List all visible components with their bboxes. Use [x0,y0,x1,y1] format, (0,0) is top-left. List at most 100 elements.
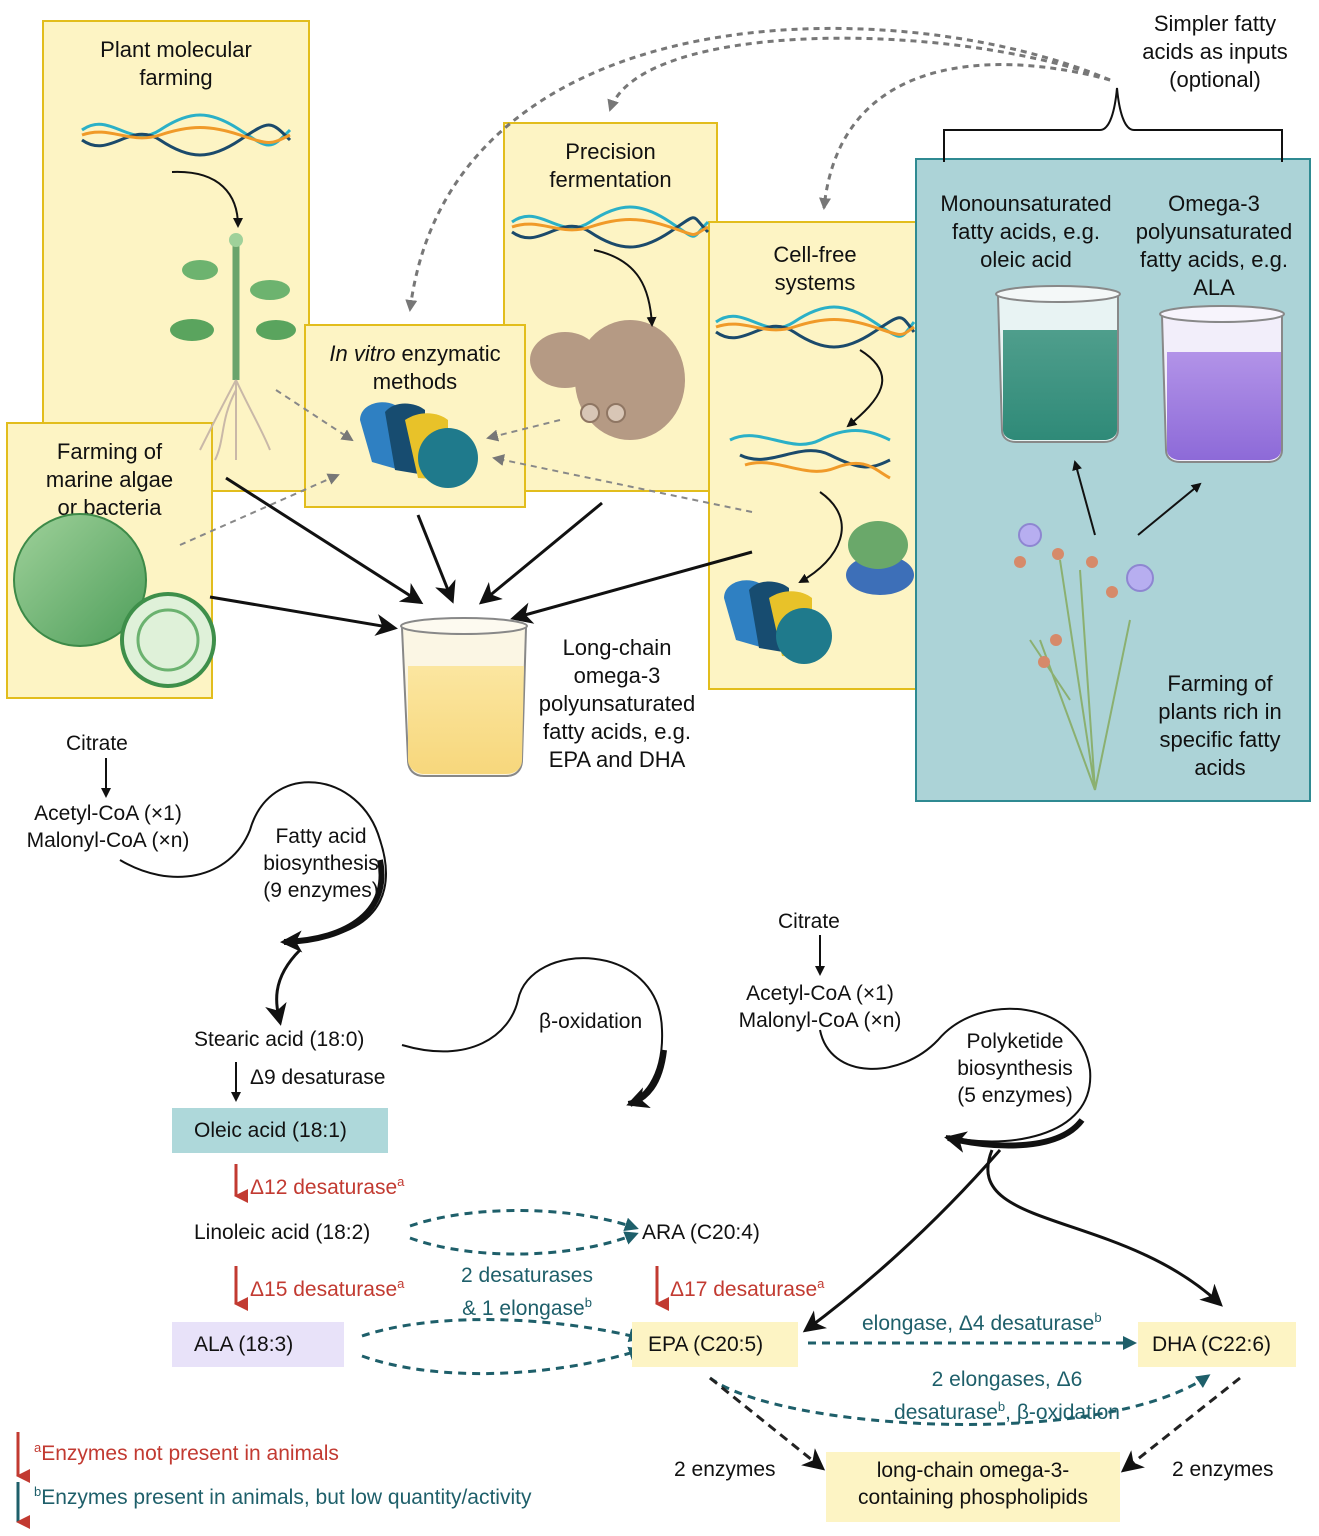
legend-a-mark: a [34,1440,42,1455]
legend-b: bEnzymes present in animals, but low qua… [34,1478,531,1511]
long-chain-label: Long-chain omega-3 polyunsaturated fatty… [522,634,712,774]
plant-molecular-farming-box: Plant molecular farming [42,20,310,492]
in-vitro-italic: In vitro [329,341,396,366]
o3-4: ALA [1193,275,1235,300]
legend-b-text: Enzymes present in animals, but low quan… [41,1486,532,1509]
d12-desaturase: Δ12 desaturasea [250,1168,404,1201]
malonyl-left: Malonyl-CoA (×n) [26,829,190,852]
elongase-d4-text: elongase, Δ4 desaturase [862,1312,1095,1335]
two-elong-2b: , β-oxidation [1005,1401,1120,1424]
stearic-acid: Stearic acid (18:0) [194,1028,365,1051]
ala-label: ALA (18:3) [194,1333,294,1356]
two-desat-sup: b [584,1295,592,1310]
two-desat-label: 2 desaturases & 1 elongaseb [442,1262,612,1322]
simpler-inputs-3: (optional) [1169,67,1261,92]
plant-molecular-farming-title-1: Plant molecular [100,37,252,62]
dna-icon-plant [81,113,292,157]
two-enzymes-right: 2 enzymes [1172,1458,1274,1481]
cell-free-title-2: systems [774,270,856,295]
two-elong-sup: b [997,1399,1006,1414]
citrate-right: Citrate [778,910,840,933]
elongase-d4-label: elongase, Δ4 desaturaseb [862,1304,1102,1337]
plant-icon [170,233,296,461]
d15-desaturase: Δ15 desaturasea [250,1270,404,1303]
yeast-icon [530,320,685,440]
teal-dashed-arrows [361,1209,1211,1426]
convergent-arrows [209,476,753,636]
fp-4: acids [1194,755,1246,780]
polyketide-to-epa-arrow [802,1149,1002,1333]
gray-dashed-arrows [179,389,753,546]
two-elong-2: desaturaseb, β-oxidation [862,1393,1152,1426]
monounsaturated-label: Monounsaturated fatty acids, e.g. oleic … [920,190,1132,274]
lc-5: EPA and DHA [548,747,686,772]
marine-title-2: marine algae [45,467,174,492]
d12-sup: a [397,1174,405,1189]
pathway-arrows [101,758,1092,1143]
two-desat-2: & 1 elongaseb [442,1289,612,1322]
acetyl-malonyl-left: Acetyl-CoA (×1) Malonyl-CoA (×n) [8,800,208,854]
o3-1: Omega-3 [1168,191,1260,216]
mono-1: Monounsaturated [940,191,1112,216]
d9-desaturase: Δ9 desaturase [250,1066,386,1089]
epa-label: EPA (C20:5) [648,1333,764,1356]
d15-sup: a [397,1276,405,1291]
simpler-inputs-2: acids as inputs [1142,39,1288,64]
in-vitro-title-2: methods [372,369,458,394]
two-elongases-label: 2 elongases, Δ6 desaturaseb, β-oxidation [862,1366,1152,1426]
fa-3: (9 enzymes) [263,879,379,902]
fp-2: plants rich in [1158,699,1282,724]
dotted-input-arrows [405,26,1111,312]
phospholipid-2: containing phospholipids [857,1486,1088,1509]
phospholipid-arrows [709,1376,1241,1473]
legend-b-mark: b [34,1484,42,1499]
enzyme-icon-cellfree [724,580,832,664]
fa-1: Fatty acid [275,825,367,848]
oleic-box: Oleic acid (18:1) [172,1108,388,1153]
marine-title-1: Farming of [56,439,163,464]
farming-plants-label: Farming of plants rich in specific fatty… [1140,670,1300,782]
plant-molecular-farming-title-2: farming [139,65,213,90]
simpler-inputs-label: Simpler fatty acids as inputs (optional) [1110,10,1319,94]
in-vitro-title-1: In vitro enzymatic [306,340,524,368]
two-elong-2a: desaturase [894,1401,998,1424]
d12-text: Δ12 desaturase [250,1176,398,1199]
precision-title-1: Precision [565,139,656,164]
malonyl-right: Malonyl-CoA (×n) [738,1009,902,1032]
acetyl-malonyl-right: Acetyl-CoA (×1) Malonyl-CoA (×n) [720,980,920,1034]
omega3-pufa-label: Omega-3 polyunsaturated fatty acids, e.g… [1120,190,1308,302]
fa-to-stearic-arrow [265,948,302,1026]
two-elong-1: 2 elongases, Δ6 [931,1368,1083,1391]
citrate-left: Citrate [66,732,128,755]
two-enzymes-left: 2 enzymes [674,1458,776,1481]
two-desat-1: 2 desaturases [461,1264,593,1287]
inner-arrows [171,170,1202,583]
d17-sup: a [817,1276,825,1291]
lc-1: Long-chain [562,635,672,660]
lc-4: fatty acids, e.g. [543,719,691,744]
pk-2: biosynthesis [957,1057,1073,1080]
fp-1: Farming of [1167,671,1273,696]
fp-3: specific fatty [1159,727,1281,752]
acetyl-right: Acetyl-CoA (×1) [746,982,894,1005]
mono-2: fatty acids, e.g. [952,219,1100,244]
red-arrows [234,1164,669,1311]
d15-text: Δ15 desaturase [250,1278,398,1301]
fa-2: biosynthesis [263,852,379,875]
dha-box: DHA (C22:6) [1138,1322,1296,1367]
legend-a-text: Enzymes not present in animals [41,1442,339,1465]
legend-a: aEnzymes not present in animals [34,1434,339,1467]
lc-3: polyunsaturated [538,691,696,716]
precision-title-2: fermentation [549,167,672,192]
beaker-icon-oleic [995,285,1121,443]
oleic-acid: Oleic acid (18:1) [194,1119,347,1142]
brace-icon [943,87,1283,162]
beaker-icon-ala [1159,305,1285,463]
acetyl-left: Acetyl-CoA (×1) [34,802,182,825]
phospholipids-box: long-chain omega-3- containing phospholi… [826,1452,1120,1522]
beta-oxidation-label: β-oxidation [539,1010,643,1033]
algae-icon [13,513,216,688]
polyketide-label: Polyketide biosynthesis (5 enzymes) [940,1028,1090,1109]
linoleic-acid: Linoleic acid (18:2) [194,1221,371,1244]
enzyme-icon-invitro [360,402,478,488]
